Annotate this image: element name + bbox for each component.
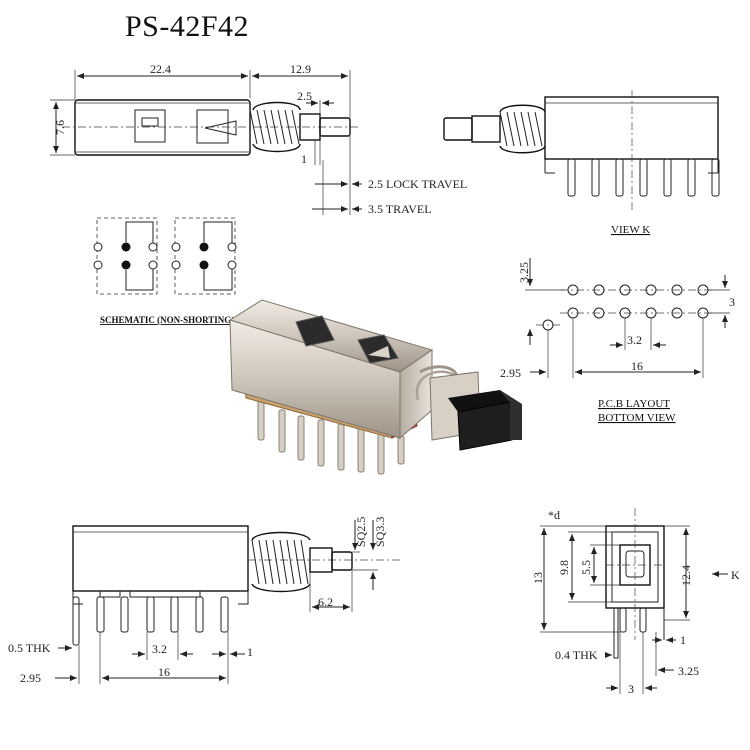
end-dim-98: 9.8 [557, 560, 571, 575]
view-k-pins [567, 158, 720, 197]
view-k-drawing: VIEW K [443, 90, 720, 236]
end-view: *d 13 9.8 5.5 12.4 K 0.4 THK 1 3.25 [531, 508, 740, 696]
end-dim-d: *d [548, 508, 560, 522]
side-dim-pitch: 3.2 [152, 642, 167, 656]
end-dim-55: 5.5 [579, 560, 593, 575]
side-dim-span: 16 [158, 665, 170, 679]
top-view: 22.4 12.9 7.6 2.5 1 2.5 LOCK TRAVEL 3.5 … [50, 62, 467, 216]
dim-plunger-length: 12.9 [290, 62, 311, 76]
push-switch-photo [228, 299, 522, 475]
pcb-label-line2: BOTTOM VIEW [598, 412, 676, 424]
schematic-label: SCHEMATIC (NON-SHORTING) [100, 315, 234, 325]
schematic-contacts-right [171, 221, 237, 291]
view-k-body [544, 96, 719, 160]
dim-plunger-sq: 2.5 [297, 89, 312, 103]
pcb-dim-row-gap: 3 [729, 295, 735, 309]
pcb-label-line1: P.C.B LAYOUT [598, 398, 670, 410]
pcb-dim-span: 16 [631, 359, 643, 373]
travel-label: 3.5 TRAVEL [368, 202, 432, 216]
pcb-dim-row-pitch: 3.25 [517, 262, 531, 283]
end-dim-one: 1 [680, 633, 686, 647]
end-dim-325: 3.25 [678, 664, 699, 678]
side-dim-end: 1 [247, 645, 253, 659]
pcb-holes [542, 284, 709, 331]
end-dim-3: 3 [628, 682, 634, 696]
side-dim-sq2: SQ3.3 [373, 517, 387, 547]
side-dim-thk: 0.5 THK [8, 641, 51, 655]
pcb-dim-pin-pitch: 3.2 [627, 333, 642, 347]
pcb-dim-offset: 2.95 [500, 366, 521, 380]
end-dim-thk: 0.4 THK [555, 648, 598, 662]
top-view-body [74, 99, 251, 156]
dim-offset: 1 [301, 152, 307, 166]
part-number-title: PS-42F42 [125, 10, 249, 43]
view-k-label: VIEW K [611, 224, 650, 236]
side-dim-plunger: 6.2 [318, 595, 333, 609]
end-dim-k: K [731, 568, 740, 582]
end-dim-124: 12.4 [679, 565, 693, 586]
schematic: SCHEMATIC (NON-SHORTING) [93, 217, 237, 325]
side-view-pins [72, 596, 229, 646]
dim-body-length: 22.4 [150, 62, 171, 76]
side-dim-offset: 2.95 [20, 671, 41, 685]
side-dim-sq1: SQ2.5 [354, 517, 368, 547]
schematic-contacts-left [93, 221, 158, 291]
pcb-layout: 3.25 3 3.2 16 2.95 P.C.B LAYOUT BOTTOM V… [500, 258, 735, 424]
side-view: SQ2.5 SQ3.3 6.2 0.5 THK 3.2 1 2.95 16 [8, 517, 400, 685]
lock-travel-label: 2.5 LOCK TRAVEL [368, 177, 467, 191]
end-dim-13: 13 [531, 572, 545, 584]
side-view-body [72, 525, 249, 592]
dim-height: 7.6 [53, 120, 67, 135]
